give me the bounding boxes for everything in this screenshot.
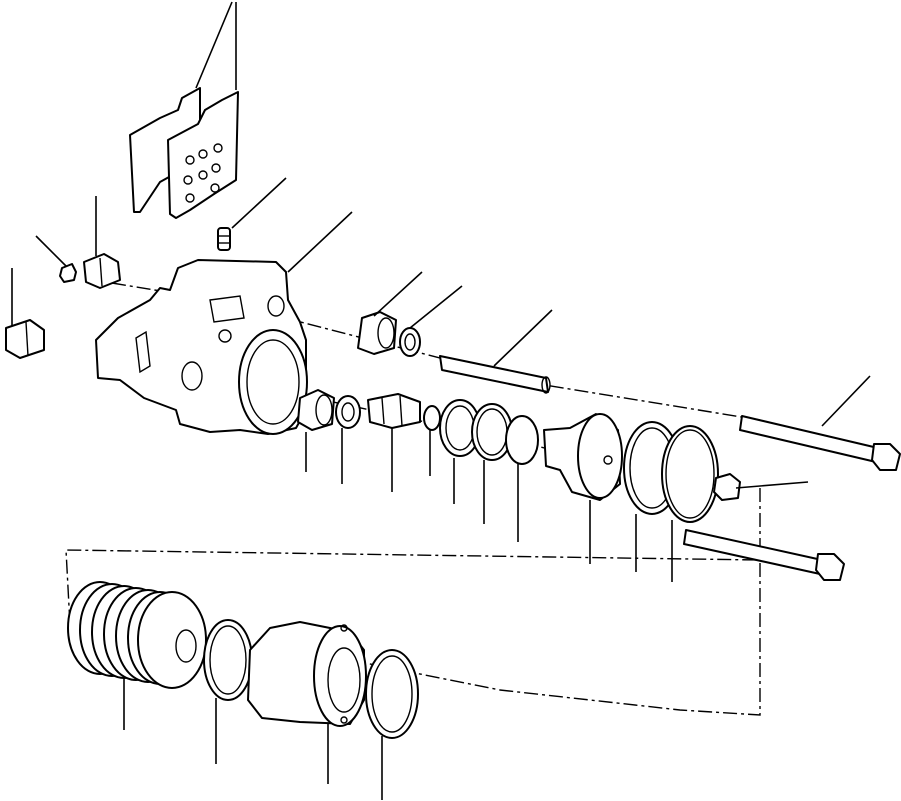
long-bolt-lower	[683, 529, 845, 581]
o-ring	[505, 415, 539, 465]
assembly-axis-box	[65, 488, 761, 716]
grease-fitting	[217, 227, 231, 251]
shim-plate-front	[167, 91, 239, 219]
retainer-ring	[203, 619, 253, 701]
seal-ring-b	[471, 403, 513, 461]
spring-pack	[67, 581, 207, 689]
bushing-upper	[357, 311, 397, 355]
bushing-center	[297, 389, 335, 431]
long-bolt-upper	[739, 415, 901, 471]
hex-nut-lower	[5, 319, 45, 359]
washer-center	[335, 395, 361, 429]
leader-lines	[11, 1, 871, 800]
sleeve	[367, 393, 421, 429]
washer-upper	[399, 327, 421, 357]
piston-ring-b	[661, 425, 719, 523]
end-plate	[365, 649, 419, 739]
cylinder-housing	[95, 259, 308, 435]
small-nut	[59, 263, 77, 283]
small-ring	[423, 405, 441, 431]
hex-nut-upper	[83, 253, 121, 289]
lock-nut	[713, 473, 741, 501]
piston-rod	[439, 355, 551, 394]
piston	[543, 413, 623, 501]
spring-cap	[247, 621, 367, 727]
